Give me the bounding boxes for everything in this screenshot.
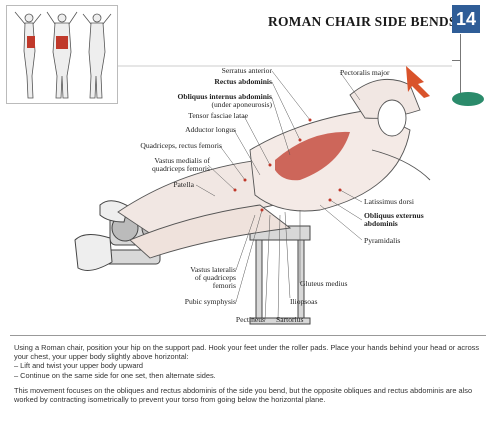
anatomy-thumbnail: [6, 5, 118, 104]
description-p1-line4: – Continue on the same side for one set,…: [14, 370, 216, 380]
label-rectus-abdominis: Rectus abdominis: [214, 77, 272, 86]
page-title: ROMAN CHAIR SIDE BENDS: [268, 14, 457, 29]
label-pectineus: Pectineus: [235, 315, 265, 324]
roman-chair-illustration: [74, 65, 452, 325]
label-vastus-medialis-1: Vastus medialis of: [154, 156, 210, 165]
label-obliquus-internus-sub: (under aponeurosis): [211, 100, 272, 109]
label-quadriceps-rectus: Quadriceps, rectus femoris: [140, 141, 222, 150]
description-p2-line1: This movement focuses on the obliques an…: [14, 385, 473, 395]
label-pyramidalis: Pyramidalis: [364, 236, 401, 245]
description-divider: [10, 335, 486, 336]
description-p1-line3: – Lift and twist your upper body upward: [14, 361, 144, 371]
description-p1-line1: Using a Roman chair, position your hip o…: [14, 343, 480, 352]
label-sartorius: Sartorius: [276, 315, 304, 324]
label-gluteus-medius: Gluteus medius: [300, 279, 348, 288]
label-vastus-lateralis-1: Vastus lateralis: [190, 265, 236, 274]
side-rule-tick: [452, 60, 461, 61]
label-serratus-anterior: Serratus anterior: [221, 66, 272, 75]
label-obliquus-externus-1: Obliquus externus: [364, 211, 424, 220]
label-vastus-lateralis-2: of quadriceps: [194, 273, 236, 282]
label-iliopsoas: Iliopsoas: [290, 297, 318, 306]
label-pectoralis-major: Pectoralis major: [340, 68, 390, 77]
label-latissimus-dorsi: Latissimus dorsi: [364, 197, 414, 206]
description-p1-line2: your chest, your upper body slightly abo…: [14, 352, 189, 362]
exercise-description: Using a Roman chair, position your hip o…: [14, 343, 484, 410]
side-rule: [460, 34, 461, 98]
label-pubic-symphysis: Pubic symphysis: [184, 297, 236, 306]
page-number-badge: 14: [452, 5, 480, 33]
label-patella: Patella: [173, 180, 194, 189]
label-obliquus-externus-2: abdominis: [364, 219, 398, 228]
label-vastus-medialis-2: quadriceps femoris: [152, 164, 210, 173]
label-adductor-longus: Adductor longus: [185, 125, 236, 134]
label-tensor-fasciae-latae: Tensor fasciae latae: [188, 111, 248, 120]
description-p2-line2: worked by contracting isometrically to p…: [14, 395, 326, 405]
section-marker-oval: [452, 92, 484, 106]
label-vastus-lateralis-3: femoris: [212, 281, 236, 290]
label-obliquus-internus: Obliquus internus abdominis: [177, 92, 272, 101]
